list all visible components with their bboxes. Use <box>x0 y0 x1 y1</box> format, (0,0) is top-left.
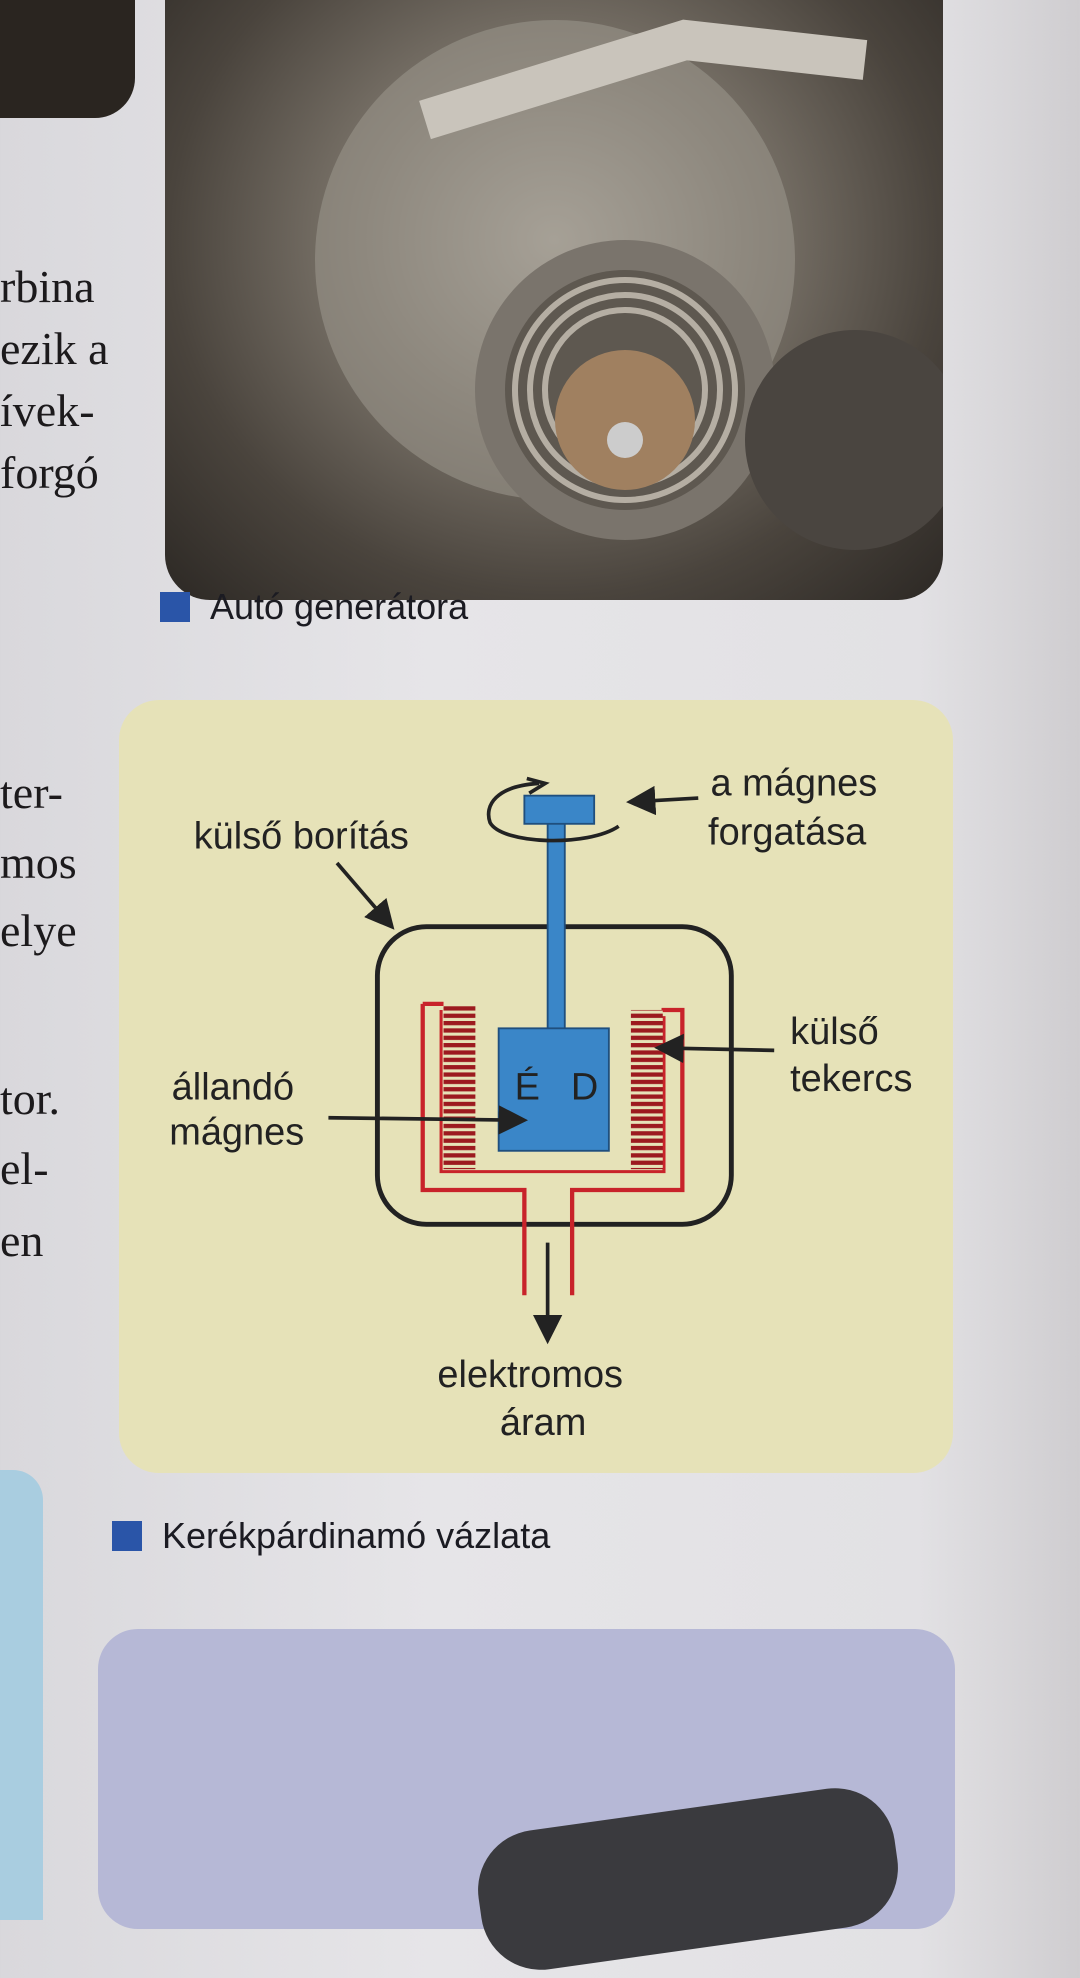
rotation-label: a mágnes <box>711 763 878 805</box>
car-alternator-photo <box>165 0 943 600</box>
next-figure-box <box>98 1629 955 1978</box>
pole-south-label: D <box>571 1066 598 1108</box>
body-text-line: rbina <box>0 261 95 312</box>
body-text-line: elye <box>0 905 77 956</box>
body-text-line: forgó <box>0 447 99 498</box>
coil-right <box>630 1009 663 1170</box>
magnet-shaft <box>546 819 566 1054</box>
current-label: elektromos <box>437 1354 623 1396</box>
wire <box>420 1001 685 1296</box>
bicycle-dynamo-diagram: É D a mágnes forgatása külső borítás áll… <box>119 700 953 1473</box>
coil-left <box>443 1003 476 1170</box>
outer-cover-label: külső borítás <box>194 815 409 857</box>
body-text-line: mos <box>0 837 77 888</box>
body-text-line: ívek- <box>0 385 95 436</box>
magnet-label: mágnes <box>169 1112 304 1154</box>
body-text-line: tor. <box>0 1073 61 1124</box>
previous-image-corner <box>0 0 135 118</box>
body-text-line: ezik a <box>0 323 109 374</box>
caption-square-icon <box>112 1521 142 1551</box>
side-panel <box>0 1470 43 1920</box>
caption-square-icon <box>160 592 190 622</box>
coil-label: tekercs <box>790 1058 912 1100</box>
coil-label: külső <box>790 1011 879 1053</box>
body-text-line: ter- <box>0 767 63 818</box>
magnet-label: állandó <box>172 1066 294 1108</box>
photo-caption: Autó generátora <box>160 586 468 628</box>
body-text-line: el- <box>0 1143 49 1194</box>
diagram-caption: Kerékpárdinamó vázlata <box>112 1515 550 1557</box>
permanent-magnet <box>497 1027 610 1152</box>
magnet-cap <box>523 794 596 825</box>
next-figure-object <box>470 1780 906 1978</box>
diagram-caption-text: Kerékpárdinamó vázlata <box>162 1515 551 1556</box>
pole-north-label: É <box>515 1065 540 1108</box>
rotation-arrow-icon <box>486 781 620 843</box>
rotation-label: forgatása <box>708 812 867 854</box>
current-label: áram <box>500 1402 586 1444</box>
photo-caption-text: Autó generátora <box>210 586 469 627</box>
body-text-line: en <box>0 1215 44 1266</box>
